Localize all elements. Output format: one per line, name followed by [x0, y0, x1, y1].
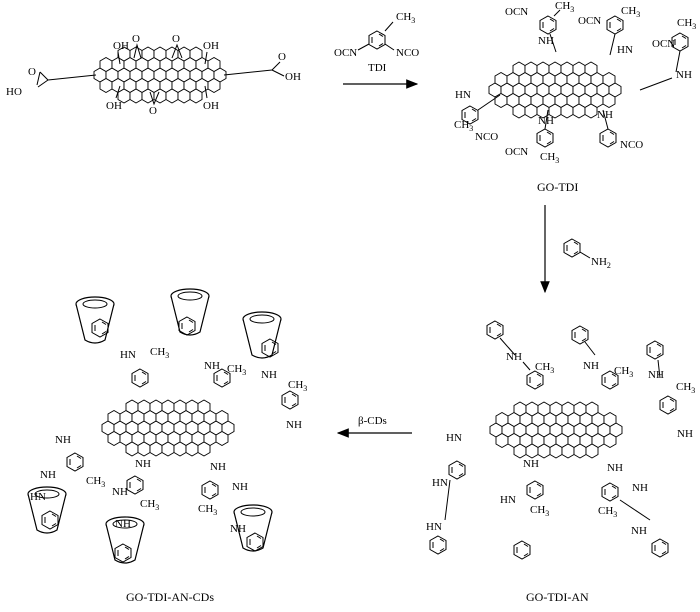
cd-ch3-2: CH3 — [227, 363, 246, 377]
go-tdi-nco-4: NCO — [475, 131, 498, 143]
cd-hn-7: HN — [30, 491, 46, 503]
go-tdi-an-ch3-11: CH3 — [598, 505, 617, 519]
hydroxyl-3: OH — [106, 100, 122, 112]
cd-ch3-9: CH3 — [140, 498, 159, 512]
epoxide-o-2: O — [172, 33, 180, 45]
tdi-label: TDI — [368, 62, 387, 74]
go-tdi-an-hn-9: HN — [500, 494, 516, 506]
aniline-molecule — [563, 238, 591, 259]
cd-nh-9: NH — [112, 486, 128, 498]
go-tdi-caption: GO-TDI — [537, 180, 578, 194]
go-tdi-ocn-5: OCN — [505, 146, 528, 158]
go-tdi-an-cds-caption: GO-TDI-AN-CDs — [126, 590, 214, 604]
go-tdi-ocn-3: OCN — [652, 38, 675, 50]
cd-nh-12: NH — [232, 481, 248, 493]
go-tdi-ch3-3: CH3 — [677, 17, 696, 31]
go-tdi-an-ch3-1: CH3 — [535, 361, 554, 375]
go-tdi-an-hn-7: HN — [426, 521, 442, 533]
graphene-oxide-structure — [36, 43, 285, 106]
cd-nh-8: NH — [135, 458, 151, 470]
carboxyl-o-left: O — [28, 66, 36, 78]
go-tdi-ch3-4: CH3 — [454, 119, 473, 133]
go-tdi-an-nh-3: NH — [648, 369, 664, 381]
carboxyl-ho: HO — [6, 86, 22, 98]
cd-nh-2: NH — [204, 360, 220, 372]
go-tdi-structure — [461, 9, 689, 148]
cd-nh-11: NH — [210, 461, 226, 473]
go-tdi-an-hn-5: HN — [446, 432, 462, 444]
go-tdi-hn-4: HN — [455, 89, 471, 101]
go-tdi-nh-6: NH — [597, 109, 613, 121]
go-tdi-an-nh-1: NH — [506, 351, 522, 363]
go-tdi-an-nh-12: NH — [631, 525, 647, 537]
epoxide-o-1: O — [132, 33, 140, 45]
tdi-molecule — [357, 21, 395, 51]
go-tdi-an-structure — [429, 320, 677, 560]
go-tdi-an-ch3-3: CH3 — [676, 381, 695, 395]
go-tdi-an-nh-11: NH — [632, 482, 648, 494]
carboxyl-oh: OH — [285, 71, 301, 83]
hydroxyl-1: OH — [113, 40, 129, 52]
hydroxyl-4: OH — [203, 100, 219, 112]
go-tdi-an-hn-6: HN — [432, 477, 448, 489]
hydroxyl-2: OH — [203, 40, 219, 52]
cd-nh-6: NH — [40, 469, 56, 481]
tdi-isocyanate-right: NCO — [396, 47, 419, 59]
carboxyl-o-right: O — [278, 51, 286, 63]
go-tdi-ch3-1: CH3 — [555, 0, 574, 14]
go-tdi-ocn-1: OCN — [505, 6, 528, 18]
cd-ch3-12: CH3 — [198, 503, 217, 517]
go-tdi-an-nh-8: NH — [523, 458, 539, 470]
go-tdi-ch3-2: CH3 — [621, 5, 640, 19]
go-tdi-ocn-2: OCN — [578, 15, 601, 27]
cd-ch3-6: CH3 — [86, 475, 105, 489]
cd-ch3-1: CH3 — [150, 346, 169, 360]
tdi-isocyanate-left: OCN — [334, 47, 357, 59]
tdi-methyl: CH3 — [396, 11, 415, 25]
go-tdi-an-nh-10: NH — [607, 462, 623, 474]
go-tdi-nh-5: NH — [538, 115, 554, 127]
go-tdi-an-nh-2: NH — [583, 360, 599, 372]
cd-hn-1: HN — [120, 349, 136, 361]
go-tdi-ch3-5: CH3 — [540, 151, 559, 165]
cd-nh-4: NH — [286, 419, 302, 431]
go-tdi-hn-2: HN — [617, 44, 633, 56]
cd-nh-3: NH — [261, 369, 277, 381]
cd-nh-13: NH — [230, 523, 246, 535]
aniline-amine: NH2 — [591, 256, 611, 270]
cd-nh-10: NH — [115, 518, 131, 530]
go-tdi-an-cds-structure — [27, 288, 299, 564]
go-tdi-an-ch3-2: CH3 — [614, 365, 633, 379]
cyclodextrin-reagent: β-CDs — [358, 415, 387, 427]
go-tdi-nco-6: NCO — [620, 139, 643, 151]
go-tdi-nh-3: NH — [676, 69, 692, 81]
go-tdi-an-nh-4: NH — [677, 428, 693, 440]
go-tdi-an-ch3-9: CH3 — [530, 504, 549, 518]
epoxide-o-3: O — [149, 105, 157, 117]
go-tdi-nh-1: NH — [538, 35, 554, 47]
cd-nh-5: NH — [55, 434, 71, 446]
go-tdi-an-caption: GO-TDI-AN — [526, 590, 589, 604]
cd-ch3-3: CH3 — [288, 379, 307, 393]
